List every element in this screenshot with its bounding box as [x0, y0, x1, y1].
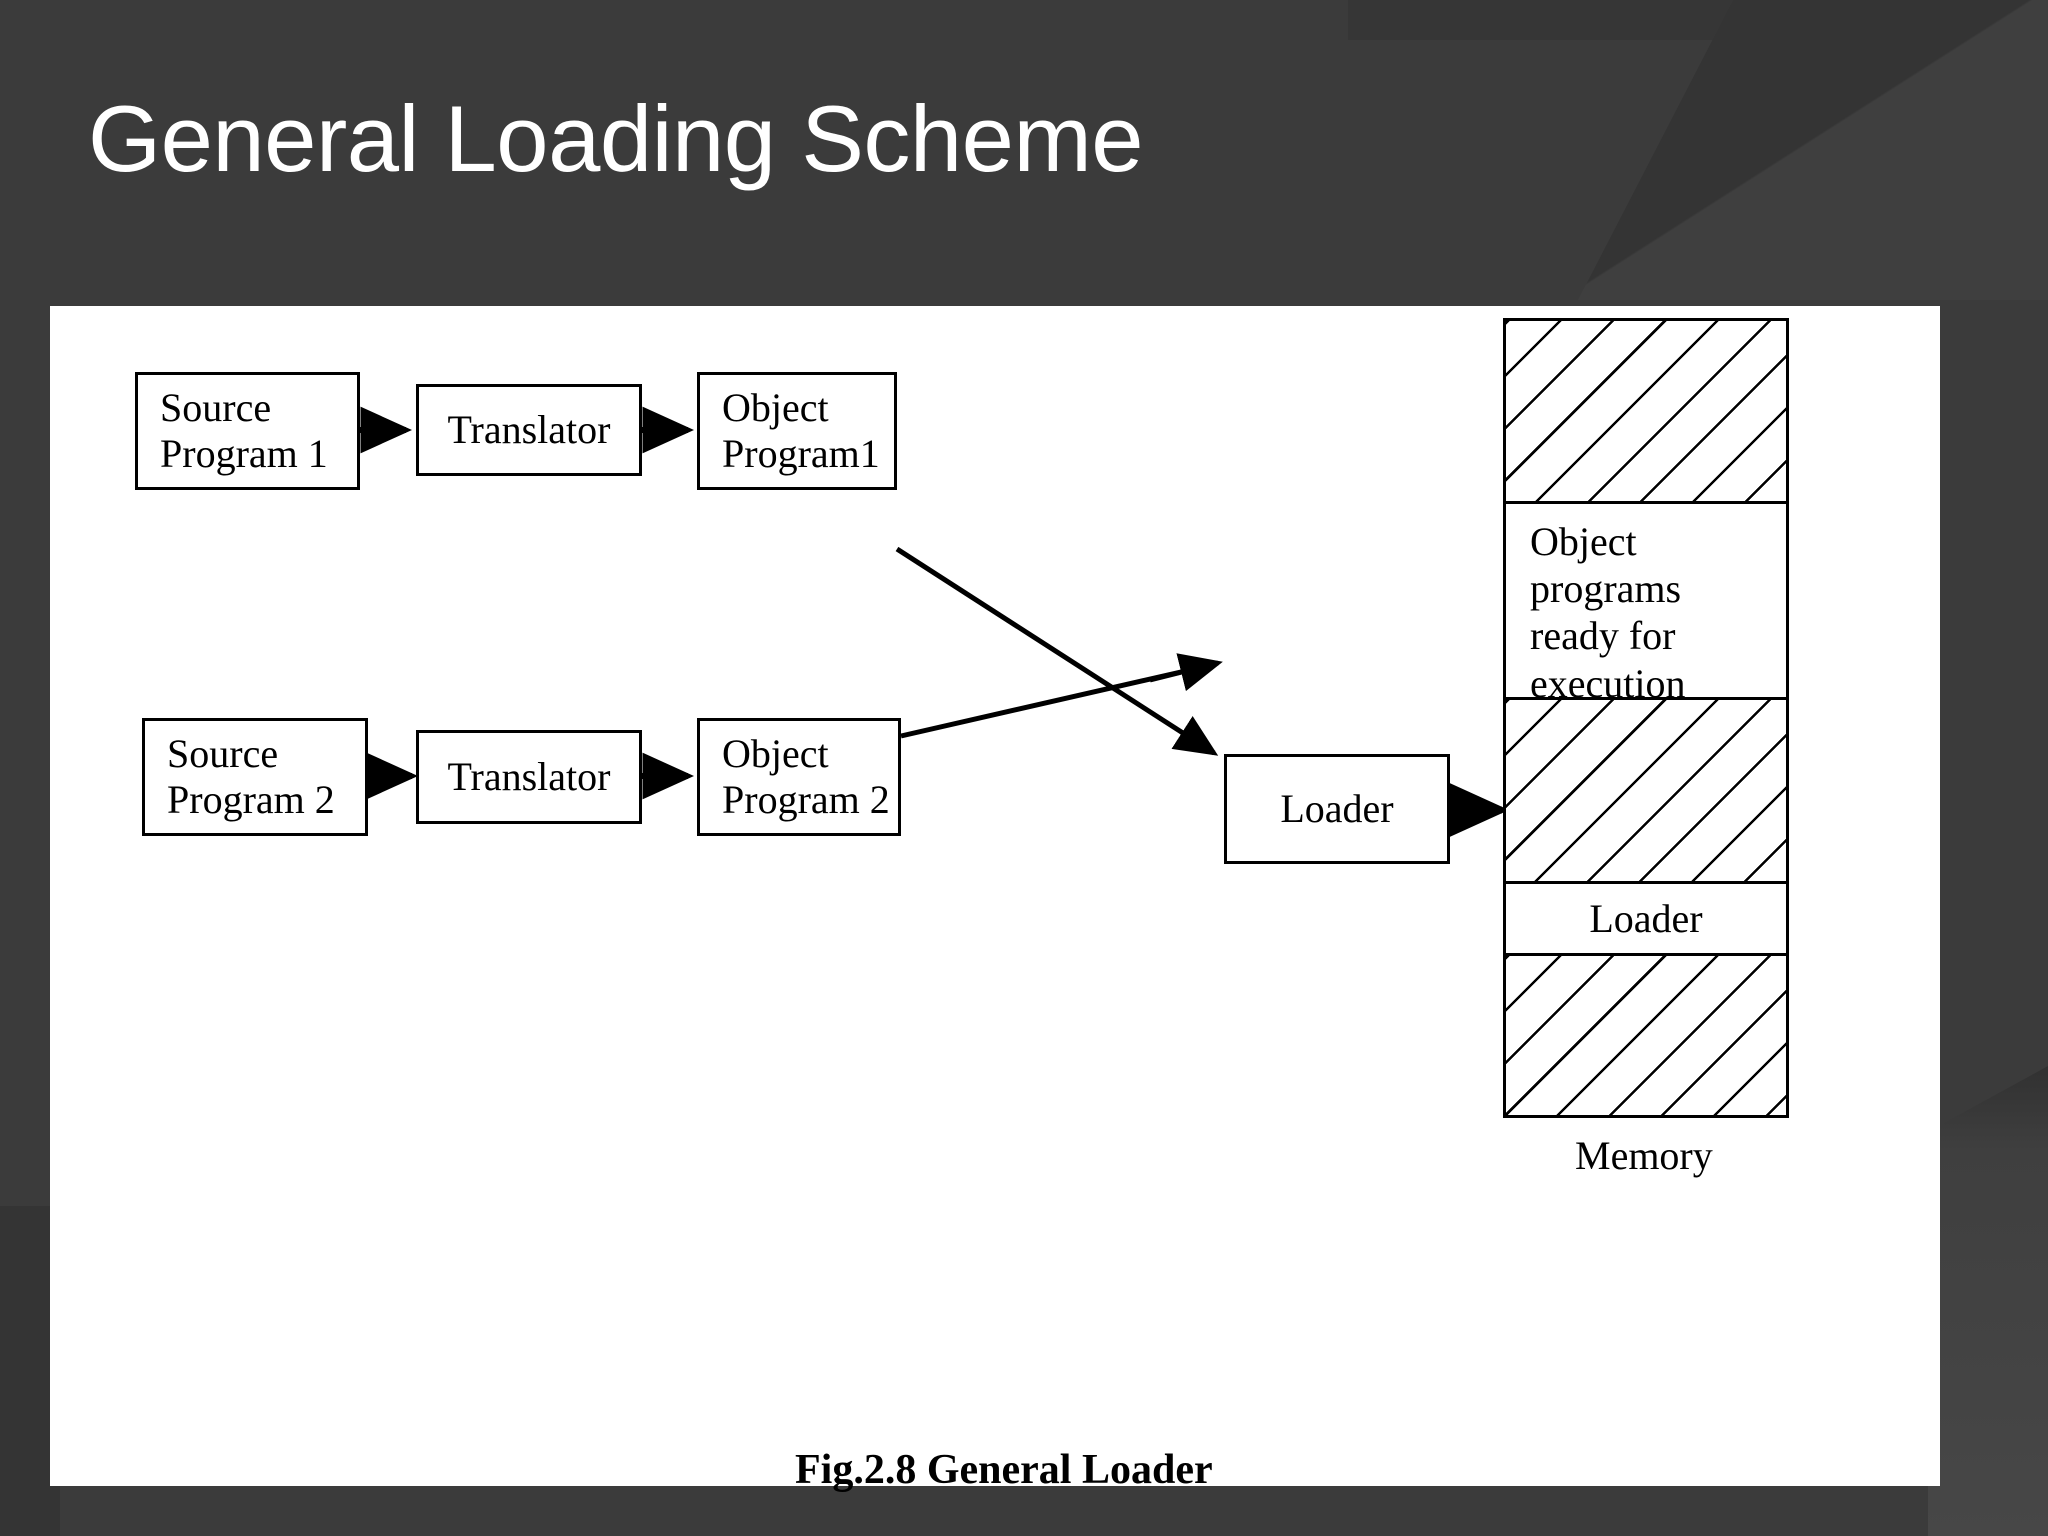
memory-object-programs-line2: ready for [1530, 613, 1676, 659]
box-object-program-1-text: Object Program1 [722, 385, 880, 476]
memory-object-programs-line1: Object programs [1530, 519, 1682, 612]
box-object-program-2-text: Object Program 2 [722, 731, 890, 822]
box-source-program-2-text: Source Program 2 [167, 731, 335, 822]
box-source-program-1-text: Source Program 1 [160, 385, 328, 476]
memory-segment-loader: Loader [1506, 881, 1786, 953]
box-loader[interactable]: Loader [1224, 754, 1450, 864]
slide-title: General Loading Scheme [88, 86, 1144, 191]
arrow-object2-to-loader [900, 661, 1217, 739]
arrow-object2-to-loader-head [1149, 653, 1223, 692]
box-object-program-2[interactable]: Object Program 2 [697, 718, 901, 836]
background-facet-bottom-right [1928, 1066, 2048, 1536]
arrow-object1-to-loader [895, 546, 1219, 756]
memory-segment-free-bottom [1506, 953, 1786, 1115]
background-facet-top-right [1578, 0, 2048, 300]
box-source-program-2[interactable]: Source Program 2 [142, 718, 368, 836]
box-translator-2[interactable]: Translator [416, 730, 642, 824]
box-translator-1[interactable]: Translator [416, 384, 642, 476]
box-source-program-1[interactable]: Source Program 1 [135, 372, 360, 490]
memory-label: Memory [1575, 1133, 1713, 1178]
memory-loader-label: Loader [1589, 895, 1703, 941]
figure-caption: Fig.2.8 General Loader [795, 1447, 1213, 1493]
memory-segment-free-middle [1506, 697, 1786, 881]
memory-segment-free-top [1506, 321, 1786, 501]
box-translator-2-text: Translator [447, 754, 611, 800]
memory-column[interactable]: Object programs ready for execution Load… [1503, 318, 1789, 1118]
box-translator-1-text: Translator [447, 407, 611, 453]
background-facet-top [1348, 0, 2048, 40]
content-panel: Source Program 1 Translator Object Progr… [50, 306, 1940, 1493]
box-loader-text: Loader [1280, 786, 1394, 832]
memory-segment-object-programs: Object programs ready for execution [1506, 501, 1786, 706]
box-object-program-1[interactable]: Object Program1 [697, 372, 897, 490]
